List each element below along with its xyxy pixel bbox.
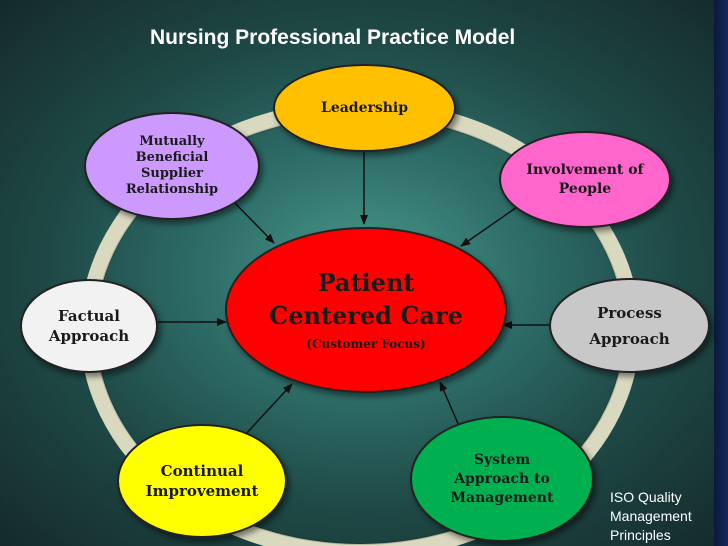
node-process-line-2: Approach [589,329,670,348]
node-continual-line-2: Improvement [145,482,259,500]
node-system-approach-to-management: System Approach to Management [410,416,594,542]
node-involvement-line-2: People [558,180,612,197]
iso-caption-line-2: Management [610,508,692,524]
node-continual-improvement: Continual Improvement [117,424,287,538]
slide-edge-strip [714,0,728,546]
node-leadership: Leadership [273,64,456,152]
arrow-continual [243,383,293,437]
arrow-supplier [231,199,275,244]
node-factual-line-2: Approach [48,327,130,345]
center-subtitle: (Customer Focus) [306,337,426,351]
node-process-approach: Process Approach [549,278,710,373]
node-supplier-line-1: Mutually [139,134,205,149]
node-involvement-of-people: Involvement of People [499,131,671,228]
node-supplier-line-2: Beneficial [135,150,209,165]
node-factual-approach: Factual Approach [20,279,158,373]
center-line-2: Centered Care [269,301,463,330]
iso-caption-line-3: Principles [610,527,671,543]
center-line-1: Patient [317,268,415,297]
node-continual-line-1: Continual [160,462,244,480]
node-system-line-1: System [473,451,531,468]
iso-caption-line-1: ISO Quality [610,489,682,505]
node-process-line-1: Process [597,303,662,322]
node-factual-line-1: Factual [58,307,120,325]
page-title: Nursing Professional Practice Model [150,26,516,49]
arrow-involvement [460,204,521,247]
node-mutually-beneficial-supplier-relationship: Mutually Beneficial Supplier Relationshi… [84,112,260,220]
node-involvement-line-1: Involvement of [526,161,644,178]
node-patient-centered-care: Patient Centered Care (Customer Focus) [225,227,507,393]
node-supplier-line-3: Supplier [140,166,204,181]
node-supplier-line-4: Relationship [125,182,219,197]
node-system-line-3: Management [450,489,554,506]
iso-caption: ISO Quality Management Principles [610,488,720,545]
node-system-line-2: Approach to [454,470,550,487]
node-leadership-label: Leadership [320,100,409,116]
